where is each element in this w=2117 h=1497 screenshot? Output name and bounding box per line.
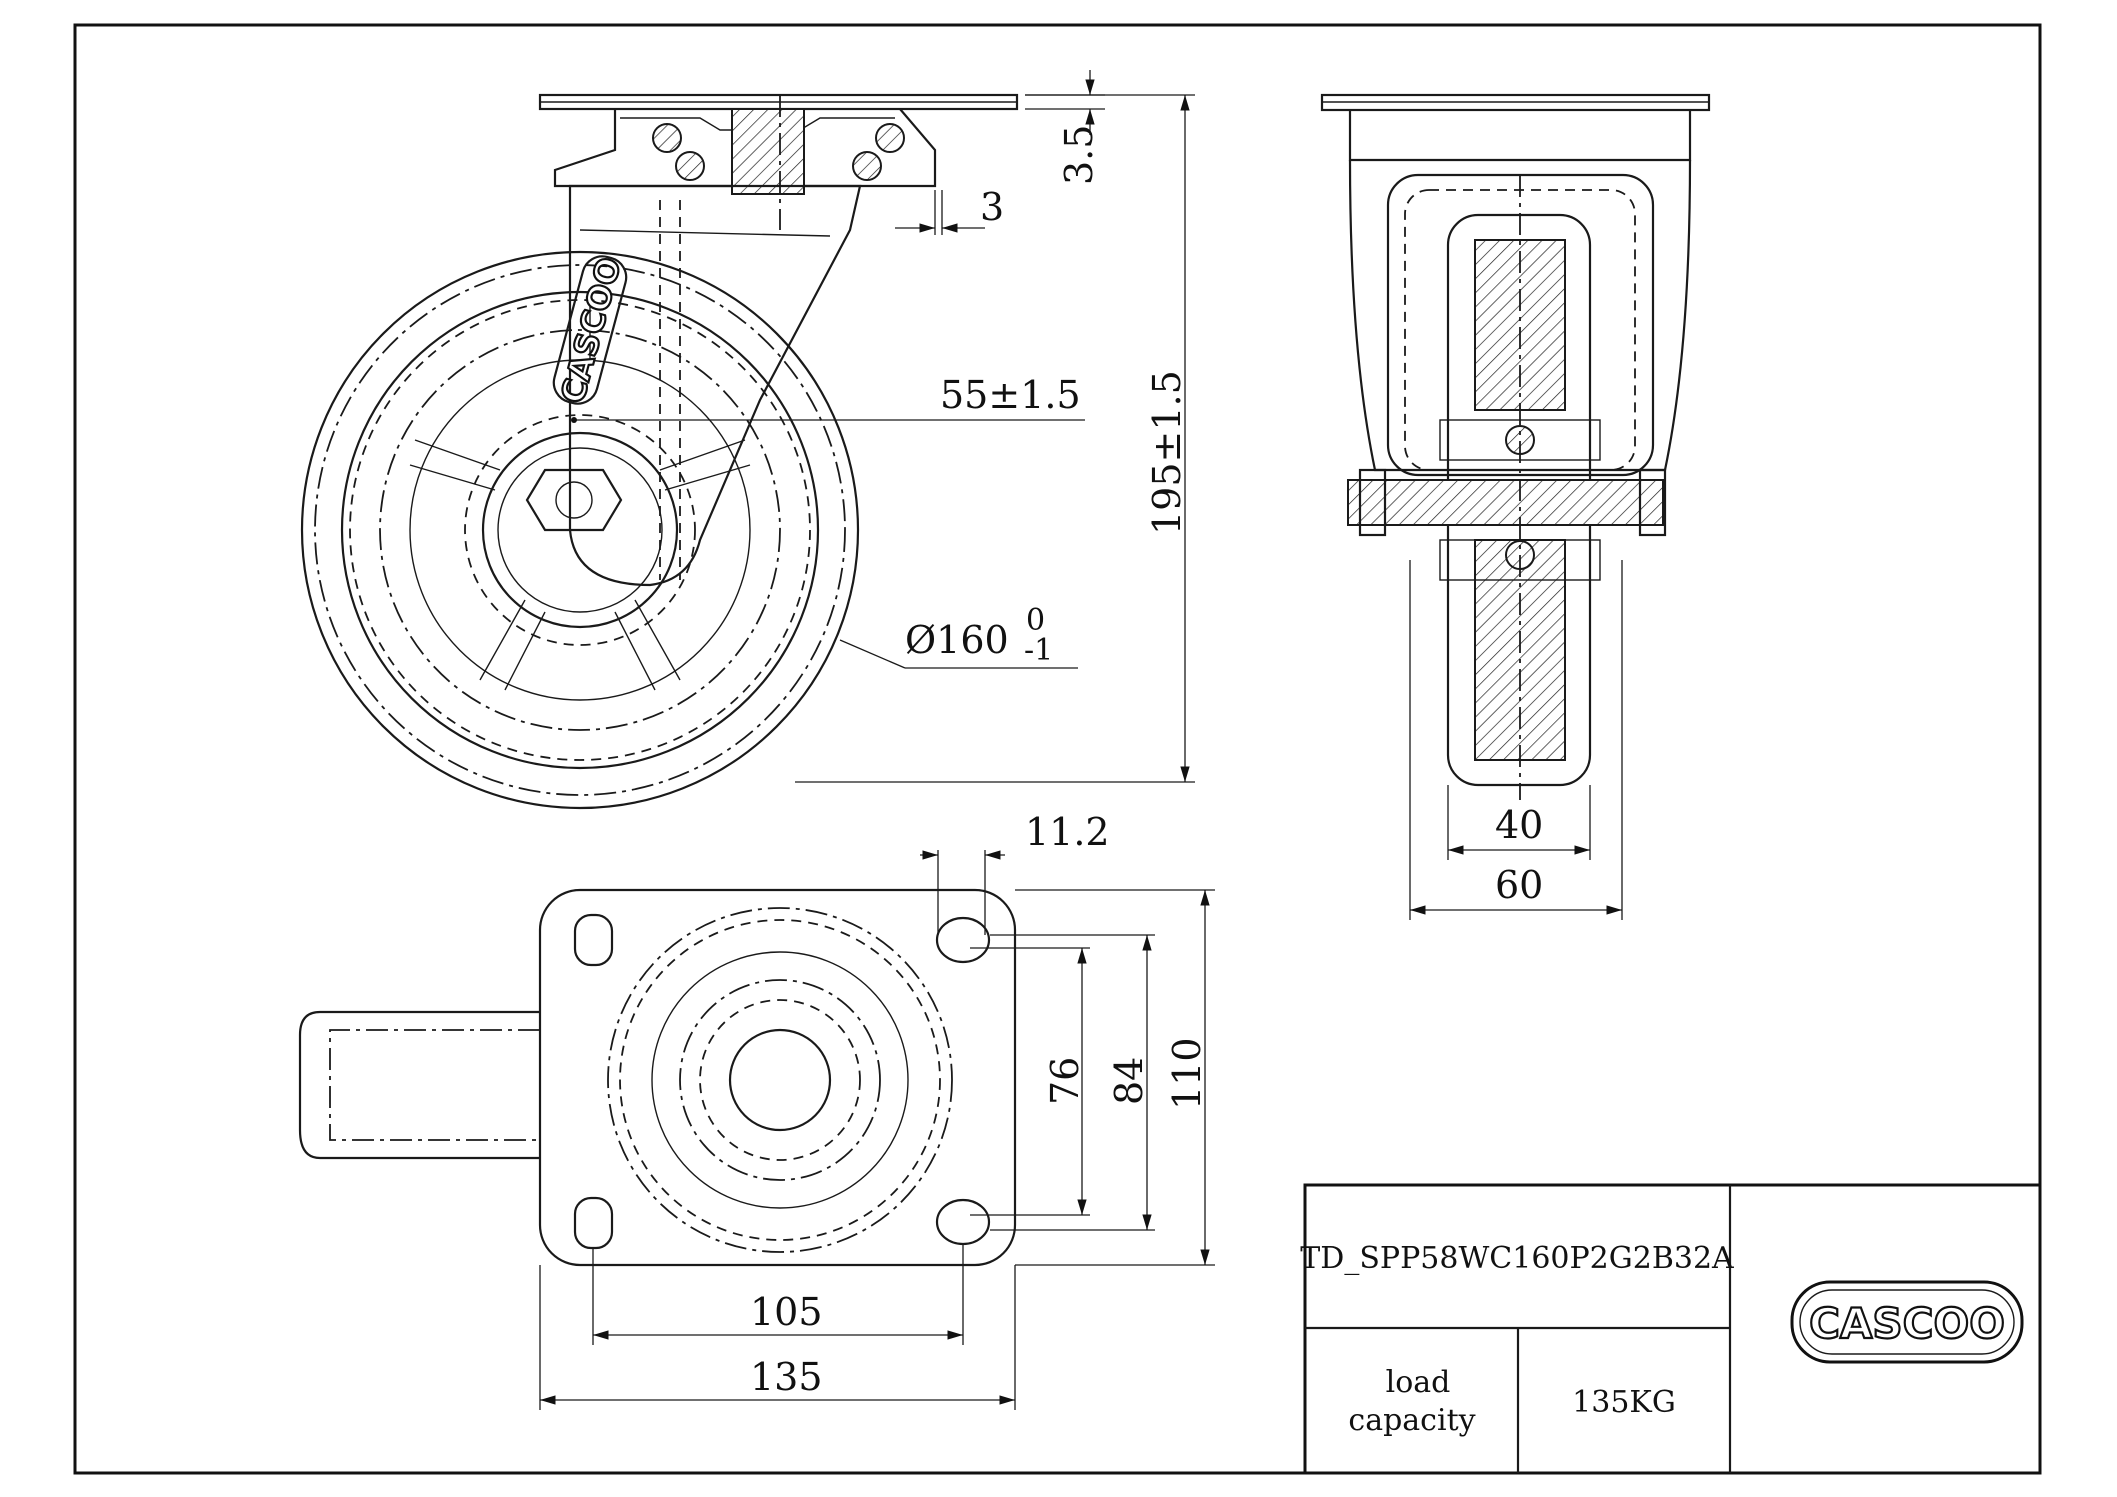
kingpin-hole — [728, 1028, 832, 1132]
dim-flange: 3.5 — [1057, 125, 1101, 185]
mount-hole — [935, 916, 991, 964]
fork-leg — [568, 184, 862, 587]
axle — [1347, 479, 1664, 526]
top-view — [298, 888, 1017, 1267]
mount-slot — [573, 1196, 614, 1250]
side-view-dimensions: 3.5 3 55±1.5 195±1.5 Ø160 0 -1 — [795, 70, 1195, 783]
dim-diameter: Ø160 — [905, 618, 1009, 662]
top-view-dimensions: 11.2 76 84 110 105 135 — [539, 810, 1215, 1410]
front-view — [1320, 93, 1711, 800]
part-number: TD_SPP58WC160P2G2B32A — [1300, 1241, 1734, 1276]
axle-nut — [525, 468, 623, 532]
wheel-hub — [481, 431, 679, 629]
mount-hole — [935, 1198, 991, 1246]
dim-diameter-tol-lower: -1 — [1024, 633, 1053, 668]
bearing-ball — [875, 123, 905, 153]
side-view: CASCOO — [300, 93, 1085, 810]
dim-diameter-tol-upper: 0 — [1026, 603, 1045, 638]
load-label-line2: capacity — [1348, 1403, 1475, 1438]
dim-bolt-offset: 11.2 — [1025, 810, 1110, 854]
load-value: 135KG — [1572, 1385, 1676, 1420]
bearing-ball — [852, 151, 882, 181]
bearing-ball — [675, 151, 705, 181]
company-logo: CASCOO — [1790, 1280, 2024, 1364]
dim-slot-span: 84 — [1107, 1057, 1151, 1105]
mount-slot — [573, 913, 614, 967]
dim-height: 195±1.5 — [1145, 370, 1189, 535]
top-plate — [538, 888, 1017, 1267]
dim-plate-length: 135 — [750, 1355, 823, 1399]
drawing-frame — [73, 23, 2042, 1475]
title-block: TD_SPP58WC160P2G2B32A load capacity 135K… — [1300, 1183, 2042, 1475]
dim-gap: 3 — [980, 185, 1004, 229]
bearing-ball — [652, 123, 682, 153]
dim-hole-spacing-long: 105 — [750, 1290, 823, 1334]
dim-plate-width: 110 — [1165, 1037, 1209, 1110]
dim-fork-width: 60 — [1495, 863, 1543, 907]
front-view-dimensions: 40 60 — [1409, 560, 1623, 920]
dim-wheel-width: 40 — [1495, 803, 1543, 847]
dim-offset: 55±1.5 — [940, 373, 1081, 417]
wheel-outer — [300, 250, 860, 810]
dim-hole-spacing-short: 76 — [1043, 1057, 1087, 1105]
logo-text: CASCOO — [1809, 1299, 2005, 1348]
load-label-line1: load — [1386, 1365, 1451, 1400]
